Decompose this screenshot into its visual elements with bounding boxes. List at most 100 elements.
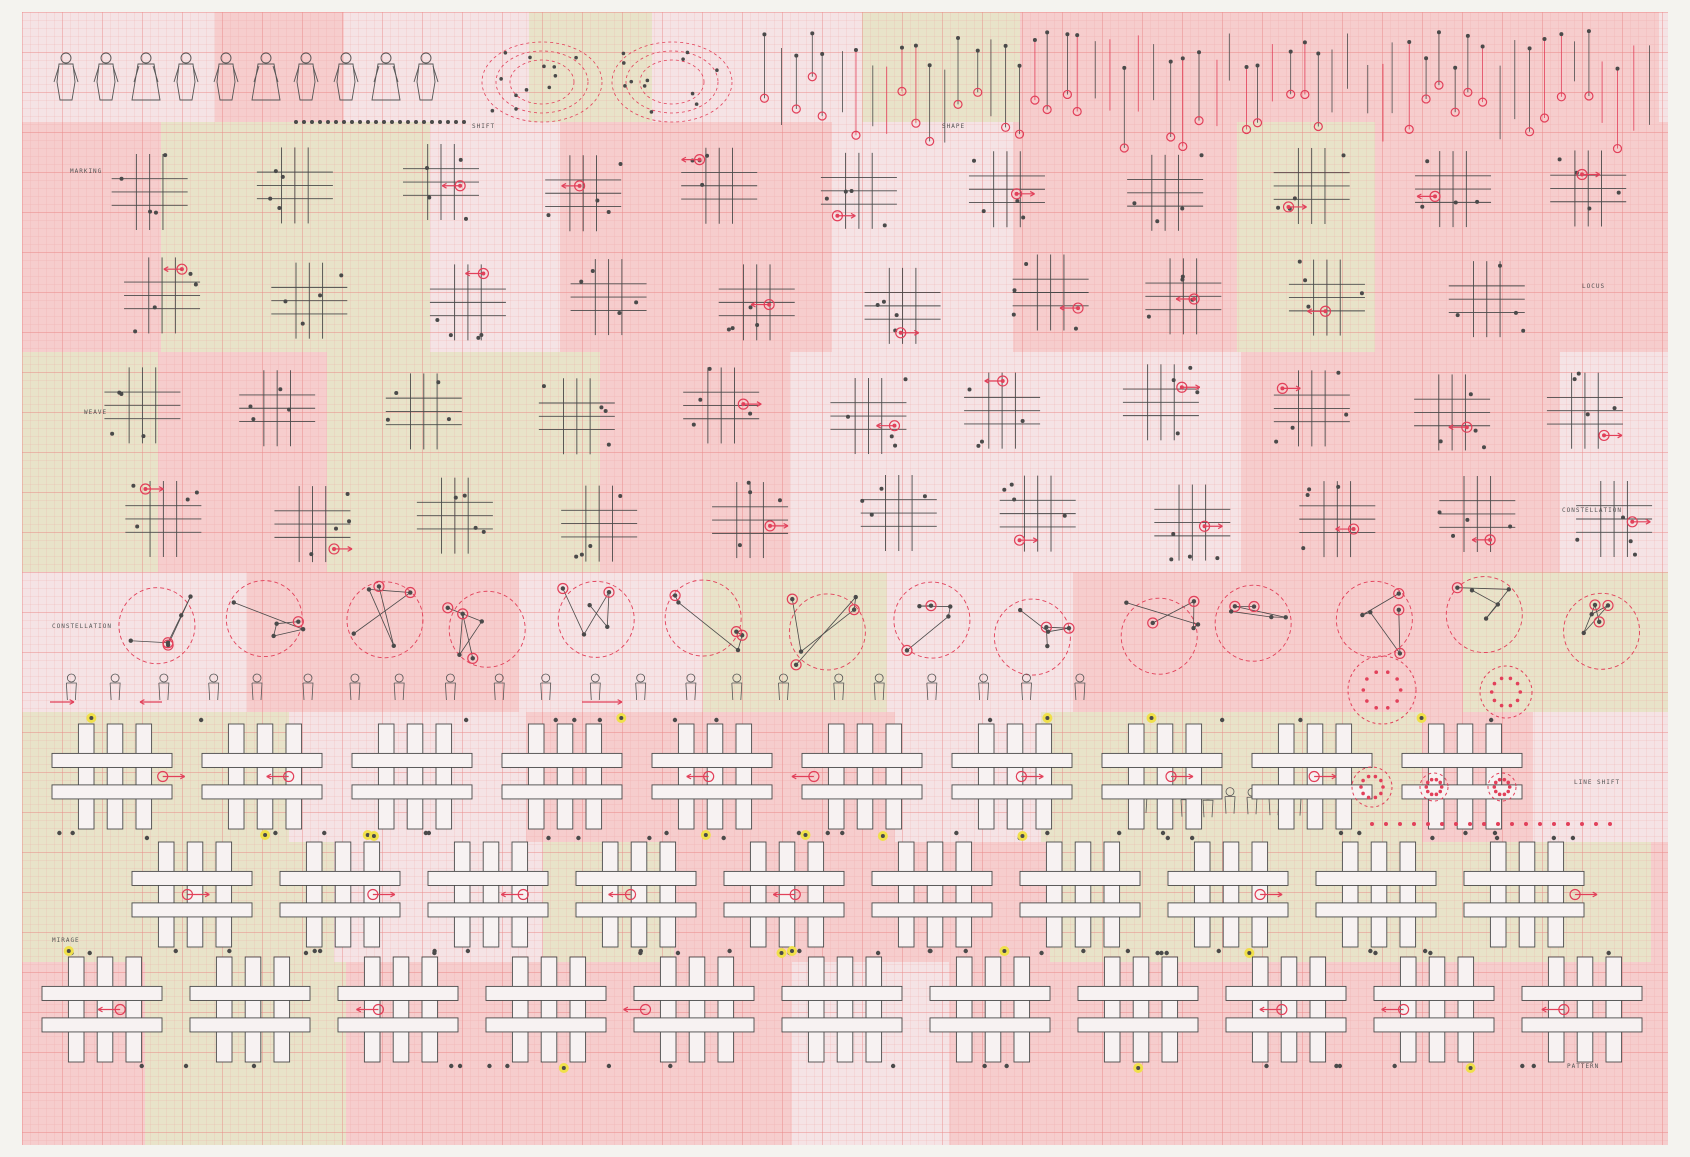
node-dot <box>133 329 137 333</box>
node-dot <box>790 949 794 953</box>
node-dot <box>1430 793 1434 797</box>
node-dot <box>976 444 980 448</box>
node-dot <box>179 613 183 617</box>
node-dot <box>1582 631 1586 635</box>
weave-bar-horizontal <box>1226 1018 1346 1032</box>
node-dot <box>650 110 654 114</box>
label-shape: SHAPE <box>942 123 965 130</box>
weave-bar-vertical <box>216 842 232 947</box>
node-dot <box>1616 67 1620 71</box>
node-dot <box>274 621 278 625</box>
weave-bar-horizontal <box>1402 753 1522 767</box>
weave-bar-horizontal <box>1078 1018 1198 1032</box>
node-dot <box>946 614 950 618</box>
node-dot <box>883 223 887 227</box>
node-dot <box>382 120 386 124</box>
weave-bar-vertical <box>378 724 394 829</box>
node-dot <box>1435 793 1439 797</box>
node-dot <box>386 418 390 422</box>
weave-bar-horizontal <box>576 871 696 885</box>
weave-bar-vertical <box>1194 842 1210 947</box>
node-dot <box>1195 390 1199 394</box>
node-dot <box>153 305 157 309</box>
node-dot <box>232 600 236 604</box>
node-dot <box>435 318 439 322</box>
node-dot <box>504 51 508 55</box>
weave-bar-horizontal <box>502 753 622 767</box>
node-dot <box>390 120 394 124</box>
weave-bar-vertical <box>1128 724 1144 829</box>
node-dot <box>1217 949 1221 953</box>
node-dot <box>263 833 267 837</box>
node-dot <box>271 634 275 638</box>
node-dot <box>454 496 458 500</box>
node-dot <box>895 313 899 317</box>
node-dot <box>1359 785 1363 789</box>
node-dot <box>436 380 440 384</box>
node-dot <box>287 408 291 412</box>
node-dot <box>367 587 371 591</box>
node-dot <box>1407 40 1411 44</box>
node-dot <box>574 56 578 60</box>
weave-bar-vertical <box>1007 724 1023 829</box>
node-dot <box>1274 440 1278 444</box>
node-dot <box>905 648 909 652</box>
node-dot <box>972 159 976 163</box>
node-dot <box>1384 822 1388 826</box>
node-dot <box>1374 796 1378 800</box>
node-dot <box>976 49 980 53</box>
node-dot <box>1489 718 1493 722</box>
node-dot <box>1420 205 1424 209</box>
node-dot <box>1012 497 1016 501</box>
node-dot <box>1586 412 1590 416</box>
node-dot <box>283 299 287 303</box>
node-dot <box>617 311 621 315</box>
node-dot <box>1191 626 1195 630</box>
node-dot <box>1081 949 1085 953</box>
node-dot <box>1188 555 1192 559</box>
node-dot <box>1481 45 1485 49</box>
weave-bar-horizontal <box>280 903 400 917</box>
node-dot <box>595 198 599 202</box>
weave-bar-vertical <box>393 957 409 1062</box>
weave-bar-vertical <box>828 724 844 829</box>
node-dot <box>1493 682 1497 686</box>
label-pattern: PATTERN <box>1567 1063 1599 1070</box>
node-dot <box>446 606 450 610</box>
node-dot <box>1126 949 1130 953</box>
node-dot <box>580 553 584 557</box>
node-dot <box>1580 822 1584 826</box>
weave-bar-horizontal <box>1252 785 1372 799</box>
node-dot <box>542 65 546 69</box>
node-dot <box>882 300 886 304</box>
weave-bar-horizontal <box>42 986 162 1000</box>
node-dot <box>1508 525 1512 529</box>
node-dot <box>1306 493 1310 497</box>
node-dot <box>1506 781 1510 785</box>
node-dot <box>1420 716 1424 720</box>
node-dot <box>392 644 396 648</box>
weave-bar-horizontal <box>1464 903 1584 917</box>
node-dot <box>1440 822 1444 826</box>
node-dot <box>1045 644 1049 648</box>
label-weave: WEAVE <box>84 409 107 416</box>
weave-bar-horizontal <box>1168 903 1288 917</box>
node-dot <box>304 951 308 955</box>
node-dot <box>1284 615 1288 619</box>
node-dot <box>1510 822 1514 826</box>
weave-bar-vertical <box>736 724 752 829</box>
node-dot <box>749 305 753 309</box>
node-dot <box>1617 191 1621 195</box>
node-dot <box>1289 50 1293 54</box>
node-dot <box>891 1064 895 1068</box>
node-dot <box>715 68 719 72</box>
weave-bar-horizontal <box>1252 753 1372 767</box>
node-dot <box>432 951 436 955</box>
node-dot <box>708 367 712 371</box>
node-dot <box>607 210 611 214</box>
node-dot <box>1466 34 1470 38</box>
node-dot <box>1528 46 1532 50</box>
node-dot <box>1159 951 1163 955</box>
node-dot <box>917 604 921 608</box>
node-dot <box>1303 40 1307 44</box>
